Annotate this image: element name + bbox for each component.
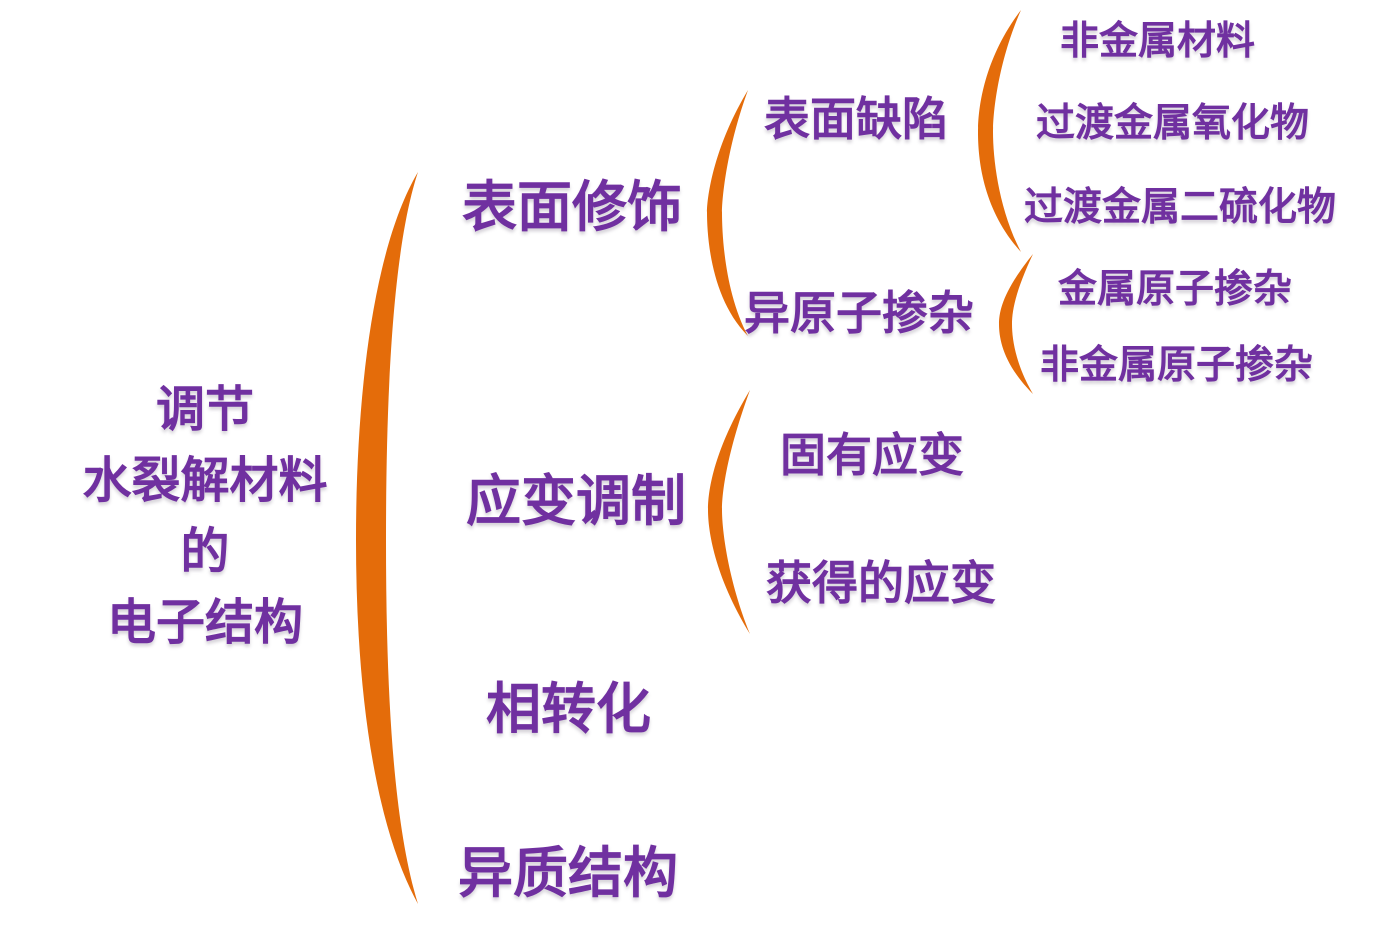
surface-modification-bracket <box>707 90 748 336</box>
node-surface-modification: 表面修饰 <box>462 175 683 239</box>
node-nonmetal-atom-doping: 非金属原子掺杂 <box>1040 343 1314 388</box>
node-strain-modulation: 应变调制 <box>466 469 687 533</box>
root-line: 调节 <box>155 381 254 438</box>
node-surface-defects: 表面缺陷 <box>764 92 948 146</box>
node-intrinsic-strain: 固有应变 <box>780 428 964 482</box>
node-phase-transformation: 相转化 <box>486 677 652 741</box>
strain-modulation-bracket <box>708 390 750 634</box>
node-transition-metal-dichalcogenides: 过渡金属二硫化物 <box>1024 185 1337 230</box>
node-nonmetal-materials: 非金属材料 <box>1060 19 1256 64</box>
node-heterostructure: 异质结构 <box>458 841 679 905</box>
node-heteroatom-doping: 异原子掺杂 <box>744 286 974 340</box>
root-line: 水裂解材料 <box>82 452 328 509</box>
node-transition-metal-oxides: 过渡金属氧化物 <box>1036 101 1310 146</box>
surface-defects-bracket <box>978 10 1021 252</box>
main-bracket <box>356 172 418 904</box>
node-metal-atom-doping: 金属原子掺杂 <box>1058 267 1293 312</box>
root-node: 调节 水裂解材料 的 电子结构 <box>40 374 370 658</box>
heteroatom-doping-bracket <box>999 254 1033 394</box>
node-acquired-strain: 获得的应变 <box>766 556 996 610</box>
root-line: 的 <box>180 523 230 580</box>
root-line: 电子结构 <box>106 594 303 651</box>
